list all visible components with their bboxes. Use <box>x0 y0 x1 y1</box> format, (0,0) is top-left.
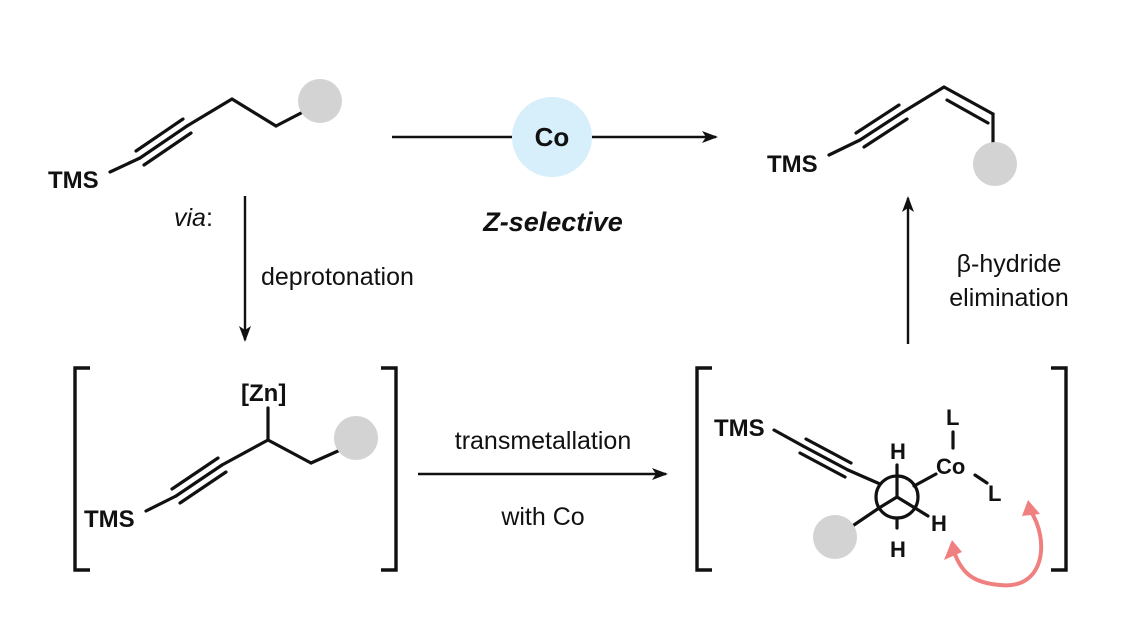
curved-arrow-head-top <box>1022 500 1040 516</box>
newman-tms-label: TMS <box>714 415 765 442</box>
newman-substituent-circle <box>813 515 857 559</box>
starting-material: TMS <box>48 79 342 194</box>
selectivity-label: Z-selective <box>482 207 623 237</box>
organozinc-intermediate: [Zn] TMS <box>73 366 398 572</box>
hydrogen-top: H <box>890 439 906 464</box>
new-double-bond <box>942 85 995 116</box>
beta-hydride-curved-arrow <box>950 508 1044 588</box>
intermediate-tms-label: TMS <box>84 506 135 533</box>
tms-label: TMS <box>48 167 99 194</box>
alkylcobalt-intermediate: TMS H H H Co L L <box>695 366 1068 588</box>
catalyst-circle <box>512 97 592 177</box>
substituent-circle <box>298 79 342 123</box>
product: TMS <box>767 85 1017 186</box>
beta-hydride-label: β-hydride <box>957 250 1062 278</box>
via-word: via <box>174 204 206 232</box>
ligand-top: L <box>946 405 959 430</box>
catalyst-label: Co <box>535 122 570 152</box>
deprotonation-label: deprotonation <box>261 263 414 291</box>
elimination-label: elimination <box>949 284 1069 312</box>
hydrogen-bottom: H <box>890 537 906 562</box>
with-co-label: with Co <box>500 503 584 531</box>
zinc-label: [Zn] <box>241 380 286 407</box>
product-substituent-circle <box>973 142 1017 186</box>
cobalt-label: Co <box>936 454 965 479</box>
product-tms-label: TMS <box>767 151 818 178</box>
deprotonation-step: via: deprotonation <box>174 196 414 342</box>
transmetallation-step: transmetallation with Co <box>418 427 668 531</box>
via-colon: : <box>206 204 213 232</box>
intermediate-substituent-circle <box>334 416 378 460</box>
ligand-right: L <box>988 481 1001 506</box>
curved-arrow-head-bottom <box>944 540 962 560</box>
via-label: via: <box>174 204 213 232</box>
transmetallation-label: transmetallation <box>455 427 631 455</box>
elimination-step: β-hydride elimination <box>902 196 1069 344</box>
main-reaction-arrow: Co Z-selective <box>392 97 718 237</box>
hydrogen-beta: H <box>931 511 947 536</box>
